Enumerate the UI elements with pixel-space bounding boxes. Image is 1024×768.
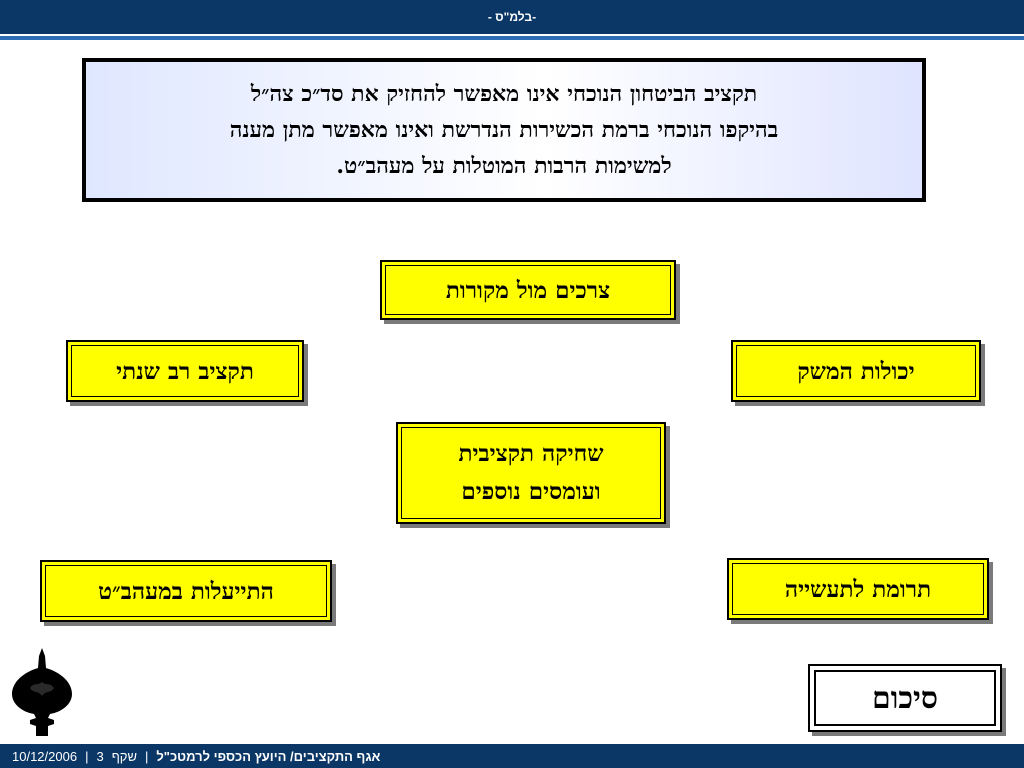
footer-organization: אגף התקציבים/ היועץ הכספי לרמטכ"ל xyxy=(156,748,381,764)
classification-label: - בלמ"ס- xyxy=(487,10,537,24)
economy-capability-box[interactable]: יכולות המשק xyxy=(731,340,981,402)
intro-line-3: למשימות הרבות המוטלות על מעהב״ט. xyxy=(336,153,672,179)
budget-erosion-line-1: שחיקה תקציבית xyxy=(458,440,604,467)
mod-efficiency-box[interactable]: התייעלות במעהב״ט xyxy=(40,560,332,622)
needs-vs-sources-label: צרכים מול מקורות xyxy=(445,276,611,304)
intro-line-2: בהיקפו הנוכחי ברמת הכשירות הנדרשת ואינו … xyxy=(229,117,779,143)
footer-info: 10/12/2006 | 3 שקף | אגף התקציבים/ היועץ… xyxy=(12,748,381,764)
footer-date: 10/12/2006 xyxy=(12,748,78,764)
summary-button[interactable]: סיכום xyxy=(808,664,1002,732)
header-bar: - בלמ"ס- xyxy=(0,0,1024,34)
emblem-icon xyxy=(12,648,72,736)
footer-slide-number: 3 xyxy=(96,748,104,764)
economy-capability-label: יכולות המשק xyxy=(797,357,915,385)
summary-label: סיכום xyxy=(872,680,938,716)
industry-contribution-box[interactable]: תרומת לתעשייה xyxy=(727,558,989,620)
industry-contribution-label: תרומת לתעשייה xyxy=(784,575,932,603)
intro-statement: תקציב הביטחון הנוכחי אינו מאפשר להחזיק א… xyxy=(230,76,779,184)
header-divider xyxy=(0,36,1024,40)
intro-line-1: תקציב הביטחון הנוכחי אינו מאפשר להחזיק א… xyxy=(250,81,758,107)
footer-slide-label: שקף xyxy=(111,748,137,764)
multi-year-budget-label: תקציב רב שנתי xyxy=(116,357,254,385)
footer-bar: 10/12/2006 | 3 שקף | אגף התקציבים/ היועץ… xyxy=(0,744,1024,768)
budget-erosion-box[interactable]: שחיקה תקציבית ועומסים נוספים xyxy=(396,422,666,524)
multi-year-budget-box[interactable]: תקציב רב שנתי xyxy=(66,340,304,402)
budget-erosion-line-2: ועומסים נוספים xyxy=(461,478,601,505)
needs-vs-sources-box[interactable]: צרכים מול מקורות xyxy=(380,260,676,320)
intro-statement-box: תקציב הביטחון הנוכחי אינו מאפשר להחזיק א… xyxy=(82,58,926,202)
mod-efficiency-label: התייעלות במעהב״ט xyxy=(98,577,274,605)
